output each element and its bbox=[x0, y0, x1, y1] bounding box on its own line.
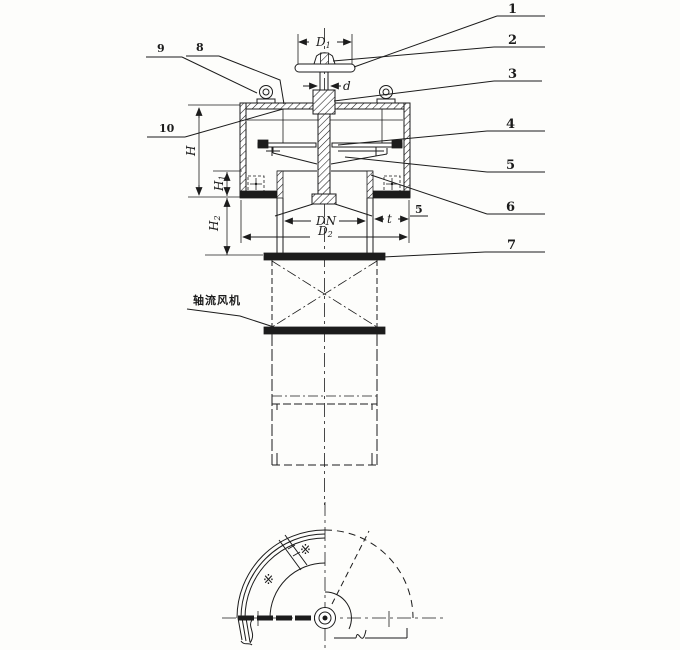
dim-DN: DN bbox=[284, 214, 366, 228]
callout-3: 3 bbox=[333, 67, 542, 102]
dim-t-label: t bbox=[387, 212, 392, 226]
axial-fan-label: 轴流风机 bbox=[193, 293, 241, 307]
elevation-view: D1 d bbox=[146, 2, 545, 505]
hub bbox=[314, 607, 336, 629]
svg-text:2: 2 bbox=[508, 33, 517, 48]
callout-9: 9 bbox=[146, 42, 258, 94]
dim-t: t 5 bbox=[374, 203, 428, 226]
callout-8: 8 bbox=[186, 41, 285, 105]
plan-right-half bbox=[324, 529, 414, 630]
axial-fan-callout: 轴流风机 bbox=[186, 293, 284, 331]
svg-text:6: 6 bbox=[506, 200, 515, 215]
rain-cap bbox=[294, 52, 356, 91]
callout-1: 1 bbox=[353, 2, 545, 68]
dim-D1-label: D1 bbox=[315, 35, 331, 50]
svg-text:1: 1 bbox=[508, 2, 517, 17]
svg-text:3: 3 bbox=[508, 67, 517, 82]
dim-H-label: H bbox=[184, 145, 198, 157]
eyebolt-left bbox=[256, 85, 276, 105]
dim-DN-label: DN bbox=[315, 214, 337, 228]
radial-vane bbox=[278, 534, 308, 571]
flange-upper bbox=[263, 252, 386, 261]
duct-column bbox=[263, 252, 386, 466]
callout-4: 4 bbox=[337, 117, 545, 146]
callout-5-inline: 5 bbox=[415, 203, 423, 216]
dim-D2: D2 bbox=[240, 200, 410, 243]
dim-D1: D1 bbox=[297, 34, 353, 66]
dim-d-label: d bbox=[343, 79, 351, 93]
svg-text:9: 9 bbox=[157, 42, 165, 55]
callout-6: 6 bbox=[370, 174, 545, 215]
svg-text:10: 10 bbox=[159, 122, 175, 135]
inner-duct bbox=[274, 170, 374, 254]
callout-2: 2 bbox=[332, 33, 545, 62]
bolt-symbol-left bbox=[247, 175, 265, 193]
dim-H1: H1 bbox=[212, 170, 242, 196]
callout-7: 7 bbox=[382, 238, 545, 258]
svg-text:5: 5 bbox=[506, 158, 515, 173]
dim-H1-label: H1 bbox=[212, 175, 227, 192]
plan-left-section: ※ ※ bbox=[236, 529, 326, 646]
callouts-left: 9 8 10 bbox=[146, 41, 285, 138]
valve-stem bbox=[311, 89, 337, 205]
dim-d: d bbox=[303, 79, 351, 93]
mesh-mark-1: ※ bbox=[300, 543, 311, 558]
dim-H: H bbox=[184, 104, 240, 198]
svg-text:7: 7 bbox=[507, 238, 516, 253]
break-line bbox=[334, 628, 408, 639]
disc-assembly bbox=[257, 139, 403, 165]
callout-5: 5 bbox=[344, 156, 545, 173]
valve-disc bbox=[272, 147, 388, 165]
dim-H2-label: H2 bbox=[207, 215, 222, 232]
mesh-mark-2: ※ bbox=[263, 573, 274, 588]
bolt-symbol-right bbox=[383, 175, 401, 193]
rim-tail bbox=[237, 617, 251, 643]
svg-text:8: 8 bbox=[196, 41, 204, 54]
dim-D2-label: D2 bbox=[317, 224, 333, 239]
plan-view: ※ ※ bbox=[222, 502, 443, 650]
dim-H2: H2 bbox=[205, 198, 263, 256]
callouts-right: 1 2 3 4 5 6 7 bbox=[332, 2, 545, 258]
callout-10: 10 bbox=[147, 108, 284, 138]
flange-lower bbox=[263, 326, 386, 335]
svg-text:4: 4 bbox=[506, 117, 515, 132]
diffuser-cone bbox=[274, 203, 373, 217]
